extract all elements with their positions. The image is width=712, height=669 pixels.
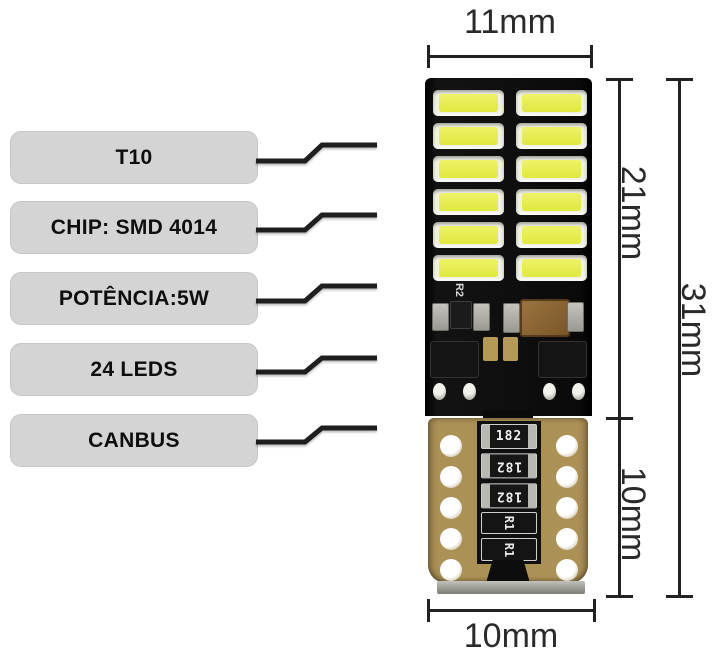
smd-capacitor	[503, 303, 520, 333]
led-chip	[433, 156, 504, 182]
smd-capacitor	[473, 303, 490, 331]
base-holes-right	[556, 435, 578, 581]
spec-label-led-count: 24 LEDS	[10, 343, 258, 396]
led-chip	[433, 123, 504, 149]
led-chip	[433, 222, 504, 248]
dimension-tick	[427, 45, 430, 68]
resistor-182: 182	[481, 424, 537, 450]
dimension-line-right-inner	[618, 78, 621, 598]
smd-capacitor	[567, 302, 584, 332]
resistor-182: 182	[481, 453, 537, 479]
led-chip	[433, 189, 504, 215]
dimension-tick	[606, 78, 633, 81]
plated-hole	[556, 435, 578, 457]
base-contact-edge	[437, 581, 585, 594]
dimension-tick	[606, 595, 633, 598]
dimension-line-right-outer	[678, 78, 681, 598]
callout-line-canbus	[256, 425, 377, 445]
base-holes-left	[440, 435, 462, 581]
plated-hole	[440, 528, 462, 550]
callout-line-chip	[256, 212, 377, 233]
spec-label-power: POTÊNCIA:5W	[10, 272, 258, 325]
transistor-left	[430, 341, 479, 378]
resistor-pad-r1: R1	[481, 511, 537, 535]
solder-joint	[433, 383, 446, 400]
plated-hole	[556, 559, 578, 581]
dimension-bottom-width: 10mm	[463, 617, 559, 655]
plated-hole	[440, 435, 462, 457]
dimension-tick	[666, 78, 693, 81]
base-resistor-strip: 182 182 182 R1 R1	[477, 421, 541, 564]
led-column-right	[516, 90, 587, 281]
dimension-top-width: 11mm	[464, 3, 556, 41]
dimension-tick	[590, 45, 593, 68]
smd-capacitor	[432, 303, 449, 331]
led-chip	[433, 90, 504, 116]
plated-hole	[440, 466, 462, 488]
led-chip	[433, 255, 504, 281]
dimension-tick	[666, 595, 693, 598]
spec-label-chip: CHIP: SMD 4014	[10, 201, 258, 254]
led-chip	[516, 255, 587, 281]
base-center-contact	[486, 560, 530, 583]
led-chip	[516, 123, 587, 149]
led-chip	[516, 156, 587, 182]
dimension-led-section-height: 21mm	[614, 165, 652, 261]
dimension-tick	[427, 599, 430, 622]
led-chip	[516, 189, 587, 215]
dimension-tick	[593, 599, 596, 622]
inductor-component	[520, 299, 570, 337]
dimension-tick	[606, 417, 633, 420]
plated-hole	[440, 497, 462, 519]
resistor-marking-r2: R2	[453, 282, 466, 298]
solder-joint	[572, 383, 585, 400]
resistor-pad-r1: R1	[481, 538, 537, 561]
copper-pad	[483, 337, 498, 361]
led-chip	[516, 90, 587, 116]
callout-line-power	[256, 283, 377, 304]
plated-hole	[556, 528, 578, 550]
dimension-line-top	[427, 55, 593, 58]
copper-pad	[503, 337, 518, 361]
resistor-182: 182	[481, 482, 537, 508]
plated-hole	[556, 466, 578, 488]
dimension-base-section-height: 10mm	[614, 466, 652, 562]
plated-hole	[440, 559, 462, 581]
callout-line-led-count	[256, 355, 377, 375]
spec-label-model: T10	[10, 131, 258, 184]
led-chip	[516, 222, 587, 248]
transistor-right	[538, 341, 587, 378]
solder-joint	[543, 383, 556, 400]
dimension-line-bottom	[427, 609, 596, 612]
plated-hole	[556, 497, 578, 519]
solder-joint	[463, 383, 476, 400]
led-column-left	[433, 90, 504, 281]
callout-line-model	[256, 142, 377, 164]
smd-chip	[450, 301, 472, 329]
spec-label-canbus: CANBUS	[10, 414, 258, 467]
dimension-total-height: 31mm	[674, 282, 712, 378]
